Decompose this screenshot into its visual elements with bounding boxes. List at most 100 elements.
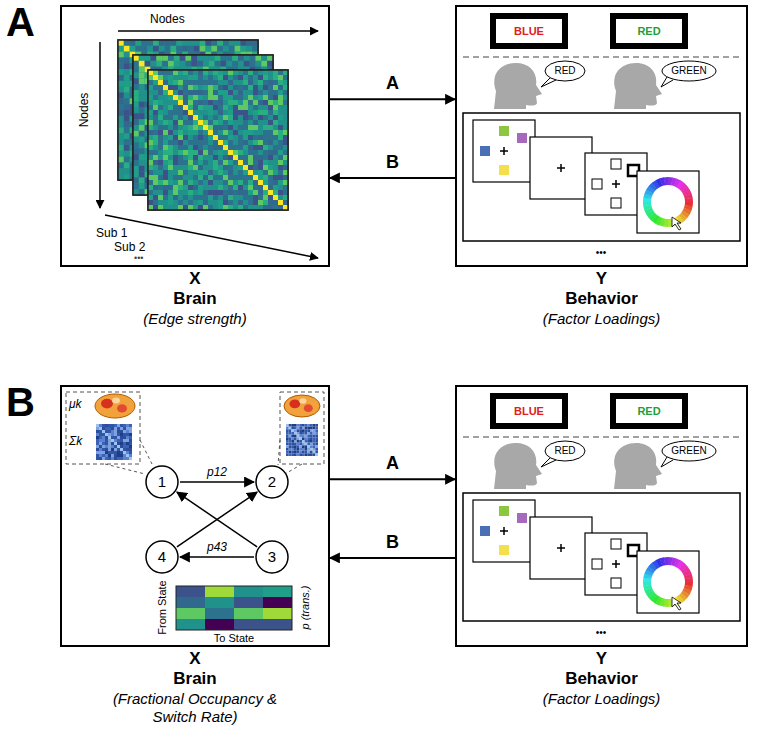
matrix-cell xyxy=(118,168,124,174)
matrix-cell xyxy=(252,104,258,110)
matrix-cell xyxy=(168,80,173,85)
matrix-cell xyxy=(183,75,188,80)
matrix-cell xyxy=(182,40,188,46)
matrix-cell xyxy=(193,95,198,100)
matrix-cell xyxy=(268,85,273,90)
matrix-cell xyxy=(241,40,247,46)
matrix-cell xyxy=(174,61,180,67)
matrix-cell xyxy=(208,105,213,110)
matrix-cell xyxy=(248,85,253,90)
matrix-cell xyxy=(229,46,235,52)
matrix-cell xyxy=(193,125,198,130)
matrix-cell xyxy=(218,130,223,135)
matrix-cell xyxy=(203,160,208,165)
matrix-cell xyxy=(124,81,130,87)
matrix-cell xyxy=(208,75,213,80)
matrix-cell xyxy=(206,40,212,46)
matrix-cell xyxy=(228,90,233,95)
matrix-cell xyxy=(244,61,250,67)
matrix-cell xyxy=(243,150,248,155)
matrix-cell xyxy=(223,40,229,46)
matrix-cell xyxy=(268,110,273,115)
matrix-cell xyxy=(213,125,218,130)
matrix-cell xyxy=(253,85,258,90)
matrix-cell xyxy=(203,120,208,125)
matrix-cell xyxy=(156,61,162,67)
matrix-cell xyxy=(213,130,218,135)
matrix-cell xyxy=(133,154,139,160)
matrix-cell xyxy=(168,100,173,105)
matrix-cell xyxy=(213,90,218,95)
matrix-cell xyxy=(232,189,238,195)
matrix-cell xyxy=(198,140,203,145)
matrix-cell xyxy=(232,119,238,125)
matrix-cell xyxy=(248,120,253,125)
matrix-cell xyxy=(263,120,268,125)
matrix-cell xyxy=(118,122,124,128)
matrix-cell xyxy=(198,175,203,180)
matrix-cell xyxy=(273,115,278,120)
matrix-cell xyxy=(228,85,233,90)
matrix-cell xyxy=(232,55,238,61)
matrix-cell xyxy=(124,52,130,58)
matrix-cell xyxy=(253,165,258,170)
matrix-cell xyxy=(96,433,99,436)
matrix-cell xyxy=(168,61,174,67)
matrix-cell xyxy=(168,110,173,115)
matrix-cell xyxy=(193,165,198,170)
matrix-cell xyxy=(198,180,203,185)
matrix-cell xyxy=(173,135,178,140)
matrix-cell xyxy=(233,120,238,125)
matrix-cell xyxy=(118,139,124,145)
matrix-cell xyxy=(129,427,132,430)
matrix-cell xyxy=(178,115,183,120)
matrix-cell xyxy=(197,90,203,96)
matrix-cell xyxy=(203,145,208,150)
matrix-cell xyxy=(141,40,147,46)
matrix-cell xyxy=(268,140,273,145)
matrix-cell xyxy=(213,145,218,150)
matrix-cell xyxy=(178,165,183,170)
matrix-cell xyxy=(133,148,139,154)
matrix-cell xyxy=(139,143,145,149)
matrix-cell xyxy=(263,155,268,160)
matrix-cell xyxy=(268,80,273,85)
matrix-cell xyxy=(124,58,130,64)
matrix-cell xyxy=(126,427,129,430)
matrix-cell xyxy=(153,135,158,140)
matrix-cell xyxy=(203,115,208,120)
matrix-cell xyxy=(198,135,203,140)
matrix-cell xyxy=(278,180,283,185)
matrix-cell xyxy=(263,175,268,180)
matrix-cell xyxy=(180,61,186,67)
matrix-cell xyxy=(228,100,233,105)
brain-blob xyxy=(117,404,127,412)
matrix-cell xyxy=(158,80,163,85)
matrix-cell xyxy=(96,427,99,430)
matrix-cell xyxy=(258,115,263,120)
matrix-cell xyxy=(258,165,263,170)
matrix-cell xyxy=(258,150,263,155)
matrix-cell xyxy=(243,140,248,145)
matrix-cell xyxy=(168,154,174,160)
matrix-cell xyxy=(173,170,178,175)
matrix-cell xyxy=(233,180,238,185)
matrix-cell xyxy=(136,40,142,46)
matrix-cell xyxy=(208,135,213,140)
matrix-cell xyxy=(208,185,213,190)
matrix-cell xyxy=(208,200,213,205)
matrix-cell xyxy=(126,430,129,433)
matrix-cell xyxy=(139,189,145,195)
matrix-cell xyxy=(273,90,278,95)
matrix-cell xyxy=(228,200,233,205)
matrix-cell xyxy=(217,145,223,151)
matrix-cell xyxy=(278,160,283,165)
matrix-frame xyxy=(148,70,288,210)
matrix-cell xyxy=(232,125,238,131)
matrix-cell xyxy=(238,125,243,130)
matrix-cell xyxy=(228,105,233,110)
matrix-cell xyxy=(173,125,178,130)
matrix-cell xyxy=(273,150,278,155)
matrix-cell xyxy=(158,110,163,115)
matrix-cell xyxy=(253,130,258,135)
